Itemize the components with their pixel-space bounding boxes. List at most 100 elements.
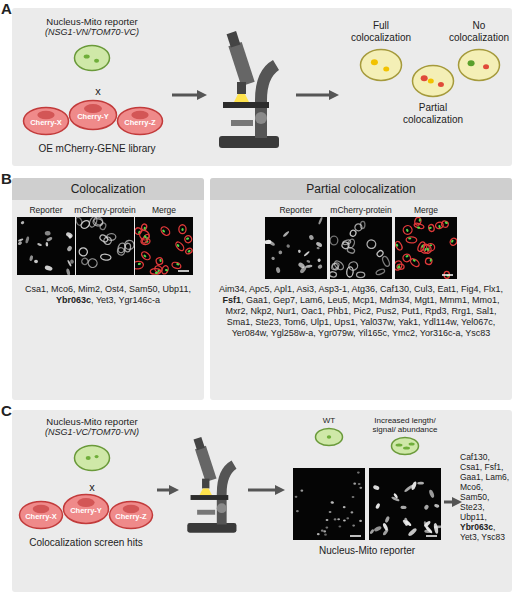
strain-name: Nucleus-Mito reporter [46, 416, 137, 427]
cell-label: Cherry-Y [62, 506, 110, 515]
yeast-cell [390, 436, 420, 456]
reporter-signal [67, 259, 72, 266]
reporter-signal [324, 534, 327, 536]
merge-red-signal [406, 237, 417, 243]
micrograph-panel: Merge [135, 204, 193, 276]
reporter-signal [278, 250, 282, 254]
reporter-signal [434, 504, 440, 508]
merge-red-signal [159, 225, 171, 237]
box-header: Colocalization [12, 178, 204, 200]
micrograph-background [330, 217, 392, 279]
merge-green-signal [417, 226, 421, 229]
yeast-cell [314, 427, 344, 447]
outcome-cell: Partial colocalization [396, 64, 470, 154]
gene-list: Csa1, Mco6, Mim2, Ost4, Sam50, Ubp11, Yb… [17, 284, 199, 306]
micrograph-panel: mCherry-protein [330, 204, 392, 280]
phenotype-label: WT [323, 416, 335, 425]
cell-label: Cherry-Z [116, 118, 164, 127]
mcherry-signal [87, 257, 99, 269]
reporter-signal [425, 525, 433, 534]
mcherry-signal [78, 247, 89, 257]
merge-green-signal [165, 269, 169, 272]
yeast-cell [359, 48, 403, 82]
cell-outline [75, 446, 110, 471]
micrograph-background [265, 217, 327, 279]
reporter-signal [331, 502, 334, 504]
cell-dot [123, 505, 140, 513]
cell-dot [421, 75, 428, 81]
merge-red-signal [155, 257, 163, 265]
image-label: Reporter [29, 204, 62, 217]
image-label: Merge [414, 204, 438, 217]
merge-green-signal [429, 258, 432, 262]
phenotype-panel: WT [293, 416, 365, 540]
reporter-signal [343, 506, 346, 508]
phenotype-label: Increased length/ signal/ abundance [369, 416, 441, 434]
scale-bar [350, 535, 361, 537]
reporter-signal [369, 529, 375, 535]
mcherry-signal [347, 238, 356, 249]
reporter-signal [326, 519, 329, 521]
text-label: Nucleus-Mito reporter [293, 544, 441, 557]
yeast-cell [457, 48, 501, 82]
reporter-signal [37, 243, 42, 247]
merge-red-signal [140, 250, 151, 261]
reporter-signal [373, 485, 380, 491]
cell-label: Cherry-X [18, 512, 64, 521]
cell-outline [392, 438, 419, 455]
reporter-signal [298, 249, 302, 253]
reporter-signal [66, 268, 71, 275]
reporter-signal [352, 524, 355, 526]
panel-box: ANucleus-Mito reporter(NSG1-VN/TOM70-VC)… [12, 8, 512, 166]
reporter-signal [404, 517, 408, 526]
cell-dot [428, 79, 434, 84]
merge-green-signal [428, 226, 432, 229]
reporter-signal [358, 483, 361, 485]
reporter-signal [25, 236, 30, 244]
micrograph-panel: Reporter [265, 204, 327, 280]
reporter-signal [315, 241, 323, 248]
mcherry-cell: Cherry-Y [62, 493, 110, 525]
image-label: Reporter [279, 204, 312, 217]
merge-red-signal [185, 247, 193, 255]
reporter-signal [308, 234, 315, 241]
merge-green-signal [162, 229, 166, 233]
merge-red-signal [174, 241, 185, 252]
mcherry-signal [99, 234, 109, 244]
merge-green-signal [412, 258, 416, 262]
gene-name: Ybr063c [56, 295, 91, 305]
mcherry-signal [348, 261, 359, 272]
scale-bar [426, 535, 437, 537]
micrograph-panel: Merge [395, 204, 457, 280]
reporter-signal [337, 518, 340, 520]
outcome-cell: Full colocalization [345, 20, 417, 92]
cell-outline [316, 429, 343, 446]
micrograph [135, 217, 193, 275]
mcherry-signal [80, 219, 91, 230]
merge-green-signal [408, 237, 411, 239]
reporter-signal [317, 264, 323, 270]
merge-green-signal [406, 228, 410, 232]
micrograph-background [369, 468, 441, 540]
cell-dot [95, 455, 99, 458]
outcome-label: Partial colocalization [396, 102, 470, 126]
reporter-signal [316, 247, 319, 249]
outcome-label: Full colocalization [345, 20, 417, 44]
gene-name: Fsf1 [222, 295, 241, 305]
cell-dot [77, 498, 94, 507]
reporter-signal [286, 244, 291, 249]
reporter-signal [375, 503, 381, 510]
panel-letter: A [1, 1, 12, 17]
gene-list: Aim34, Apc5, Apl1, Asi3, Asp3-1, Atg36, … [215, 284, 507, 339]
mcherry-signal [330, 271, 337, 277]
merge-red-signal [417, 241, 427, 253]
phenotype-panel: Increased length/ signal/ abundance [369, 416, 441, 540]
reporter-signal [338, 525, 341, 527]
merge-green-signal [138, 263, 141, 266]
micrograph [76, 217, 134, 275]
cell-outline [361, 50, 402, 81]
reporter-signal [329, 511, 332, 513]
merge-green-signal [186, 237, 190, 240]
merge-red-signal [184, 235, 193, 244]
